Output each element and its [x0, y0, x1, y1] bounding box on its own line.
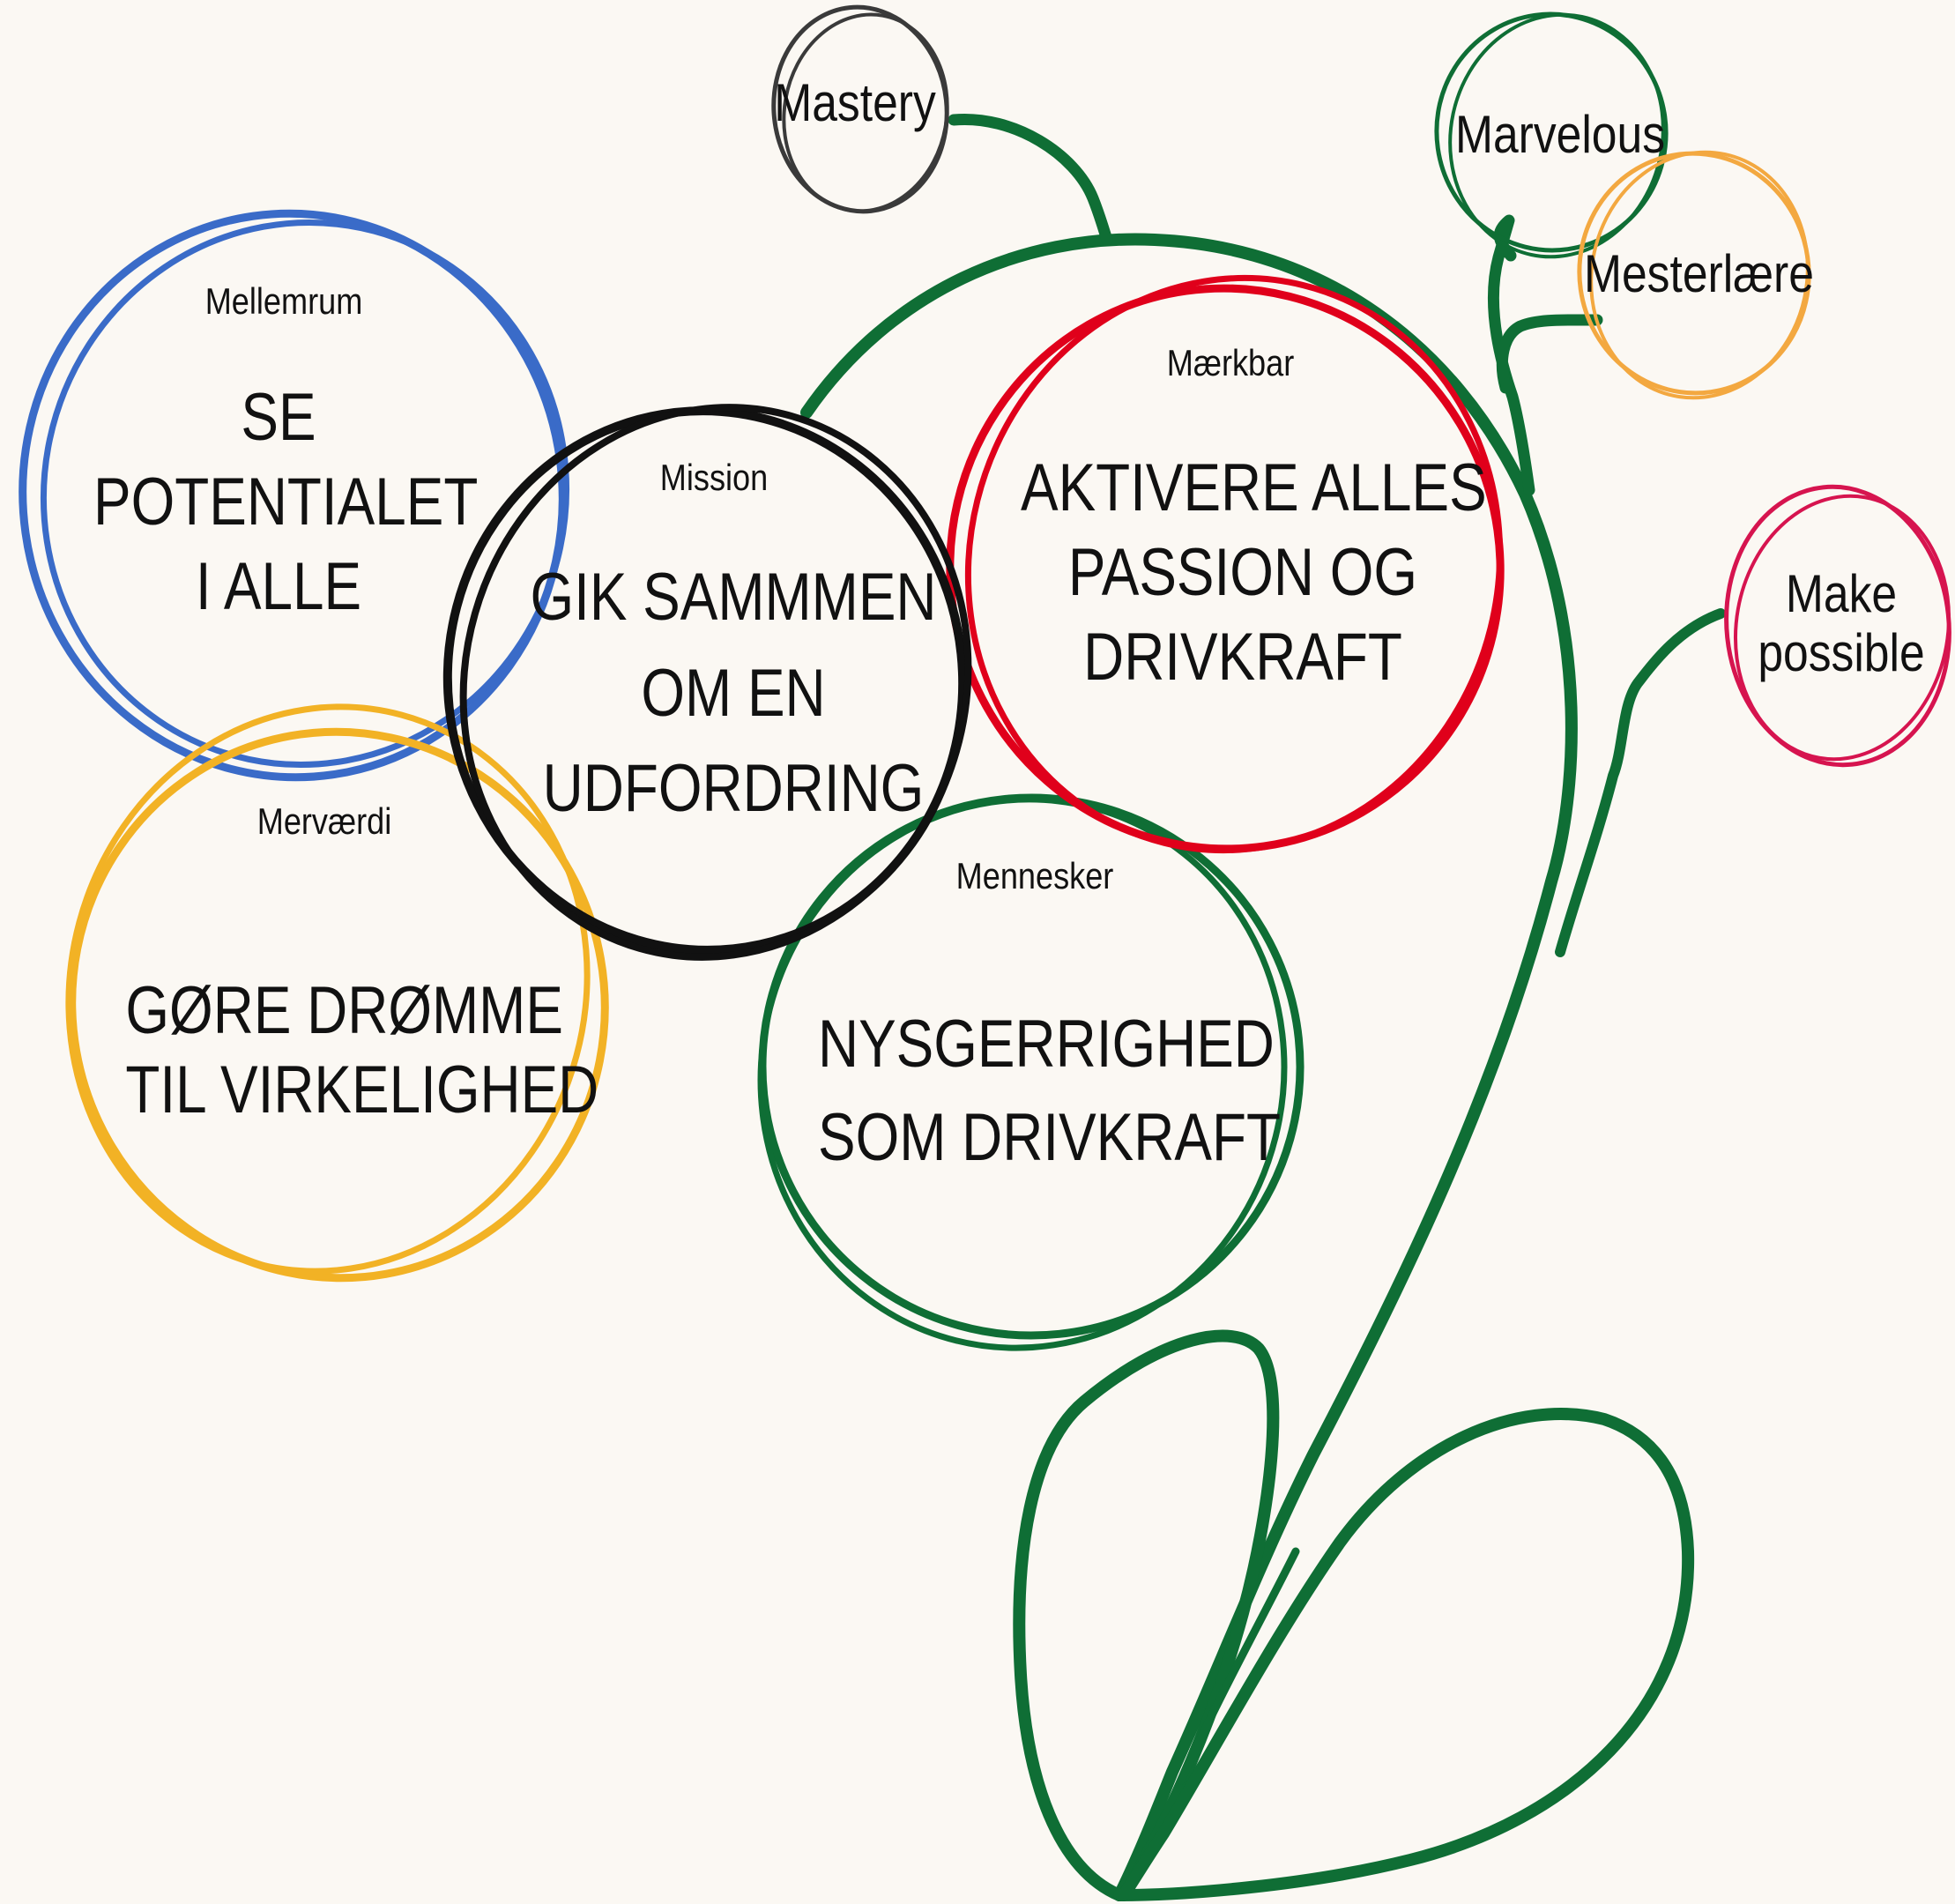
vine-branch-mastery: [948, 113, 1113, 246]
mervaerdi-label: Merværdi: [256, 800, 392, 842]
mission-text: GIK SAMMMEN OM EN UDFORDRING: [526, 550, 940, 837]
circle-mesterlaere-outline: [1577, 150, 1811, 400]
marvelous-label: Marvelous: [1454, 105, 1666, 164]
maerkbar-text-line: DRIVKRAFT: [1083, 619, 1402, 695]
circle-make-possible-outline: [1724, 484, 1951, 768]
make-possible-line: Make: [1785, 564, 1898, 623]
mennesker-text: NYSGERRIGHED SOM DRIVKRAFT: [818, 998, 1281, 1186]
vine-leaf-vein: [1177, 1547, 1300, 1785]
maerkbar-text-line: AKTIVERE ALLES: [1021, 450, 1487, 525]
mennesker-label: Mennesker: [955, 855, 1114, 896]
vine-leaf-left: [1013, 1329, 1280, 1901]
mellemrum-text-line: SE: [241, 380, 316, 455]
mission-text-line: OM EN: [641, 655, 826, 731]
mellemrum-text: SE POTENTIALET I ALLE: [93, 376, 479, 628]
vine-branch-make-possible: [1555, 608, 1726, 957]
mervaerdi-text: GØRE DRØMME TIL VIRKELIGHED: [125, 971, 599, 1129]
maerkbar-text-line: PASSION OG: [1067, 534, 1418, 610]
mennesker-text-line: NYSGERRIGHED: [818, 1007, 1275, 1082]
mellemrum-text-line: POTENTIALET: [93, 464, 479, 539]
maerkbar-label: Mærkbar: [1166, 342, 1295, 383]
mission-text-line: GIK SAMMMEN: [530, 560, 937, 635]
make-possible-label: Make possible: [1731, 564, 1951, 682]
mellemrum-text-line: I ALLE: [195, 548, 362, 624]
vine-branch-marvelous: [1487, 214, 1535, 496]
vine-leaf-right: [1113, 1408, 1695, 1901]
mennesker-text-line: SOM DRIVKRAFT: [818, 1100, 1281, 1176]
make-possible-line: possible: [1758, 623, 1925, 683]
vine-branch-mesterlaere: [1496, 314, 1603, 394]
mesterlaere-label: Mesterlære: [1584, 244, 1814, 303]
circle-mission-outline: [442, 404, 972, 961]
green-vine: [800, 113, 1726, 1901]
vine-main-stem: [800, 233, 1578, 1901]
mervaerdi-text-line: TIL VIRKELIGHED: [125, 1052, 599, 1127]
mellemrum-label: Mellemrum: [204, 280, 363, 322]
mission-label: Mission: [659, 457, 769, 498]
mervaerdi-text-line: GØRE DRØMME: [125, 973, 563, 1048]
mastery-label: Mastery: [774, 73, 936, 132]
mission-text-line: UDFORDRING: [542, 751, 925, 827]
circle-mastery-outline: [771, 4, 949, 214]
maerkbar-text: AKTIVERE ALLES PASSION OG DRIVKRAFT: [1021, 446, 1487, 699]
circle-mervaerdi-outline: [65, 703, 609, 1283]
